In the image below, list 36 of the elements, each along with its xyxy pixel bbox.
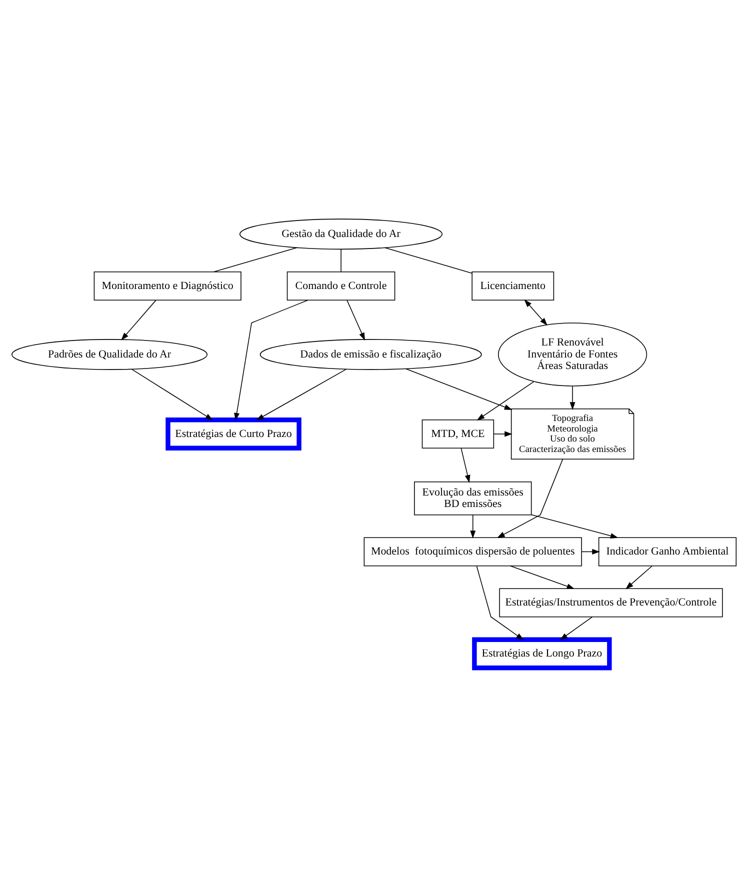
arrow (121, 299, 156, 340)
connector (340, 248, 342, 272)
arrow (476, 565, 524, 640)
node-box: MTD, MCE (422, 418, 494, 448)
node-box: Monitoramento e Diagnóstico (94, 270, 242, 300)
arrow (493, 430, 512, 436)
connector (384, 246, 472, 274)
arrow (560, 616, 592, 640)
node-box: Indicador Ganho Ambiental (598, 536, 737, 566)
node-ellipse: Padrões de Qualidade do Ar (12, 338, 208, 370)
arrow (131, 368, 214, 420)
node-ellipse: Dados de emissão e fiscalização (260, 338, 482, 370)
arrow (531, 514, 618, 538)
node-box: Comando e Controle (286, 270, 396, 300)
arrow (256, 368, 347, 420)
node-box: Evolução das emissões BD emissões (414, 480, 532, 515)
node-box: Licenciamento (472, 270, 554, 300)
arrow (405, 368, 512, 410)
arrow (470, 514, 476, 538)
arrow (510, 564, 575, 588)
node-ellipse: Gestão da Qualidade do Ar (239, 218, 443, 250)
node-box: Estratégias de Curto Prazo (166, 417, 302, 450)
arrow (626, 565, 652, 589)
arrow (346, 299, 365, 340)
arrow (476, 380, 534, 420)
node-box: Estratégias de Longo Prazo (472, 636, 612, 670)
node-box: Modelos fotoquímicos dispersão de poluentes (364, 536, 582, 566)
arrow (460, 448, 470, 482)
connector (213, 246, 298, 272)
arrow (570, 385, 576, 410)
arrow (581, 548, 600, 554)
node-box: Estratégias/Instrumentos de Prevenção/Controle (499, 588, 723, 617)
node-ellipse: LF Renovável Inventário de Fontes Áreas Saturadas (498, 322, 648, 386)
arrow (496, 458, 564, 538)
arrow (524, 298, 548, 326)
arrow (234, 299, 308, 420)
